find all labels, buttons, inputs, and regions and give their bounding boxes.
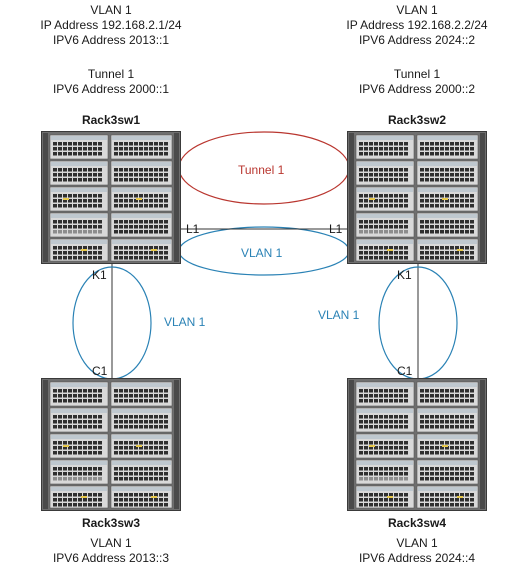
sw3-name: Rack3sw3 bbox=[81, 516, 141, 530]
sw3-label-vlan: VLAN 1 bbox=[90, 536, 132, 550]
right-vlan-label: VLAN 1 bbox=[318, 308, 360, 322]
sw2-port-k1: K1 bbox=[397, 268, 412, 282]
sw2-name: Rack3sw2 bbox=[387, 113, 447, 127]
sw2-label-tunnel-ipv6: IPV6 Address 2000::2 bbox=[358, 82, 476, 96]
sw2-label-ipv6: IPV6 Address 2024::2 bbox=[358, 33, 476, 47]
sw1-port-k1: K1 bbox=[92, 268, 107, 282]
sw1-label-ip: IP Address 192.168.2.1/24 bbox=[40, 18, 182, 32]
sw1-name: Rack3sw1 bbox=[81, 113, 141, 127]
rack3sw2-switch-image bbox=[347, 131, 487, 264]
sw2-label-ip: IP Address 192.168.2.2/24 bbox=[346, 18, 488, 32]
top-vlan-label: VLAN 1 bbox=[241, 246, 283, 260]
sw2-label-vlan: VLAN 1 bbox=[396, 3, 438, 17]
sw1-label-vlan: VLAN 1 bbox=[90, 3, 132, 17]
sw1-port-l1: L1 bbox=[186, 222, 200, 236]
sw1-label-tunnel: Tunnel 1 bbox=[87, 67, 135, 81]
sw3-label-ipv6: IPV6 Address 2013::3 bbox=[52, 551, 170, 565]
sw3-port-c1: C1 bbox=[92, 364, 108, 378]
rack3sw4-switch-image bbox=[347, 378, 487, 511]
sw4-label-vlan: VLAN 1 bbox=[396, 536, 438, 550]
sw4-name: Rack3sw4 bbox=[387, 516, 447, 530]
left-vlan-label: VLAN 1 bbox=[164, 315, 206, 329]
sw4-port-c1: C1 bbox=[397, 364, 413, 378]
sw2-label-tunnel: Tunnel 1 bbox=[393, 67, 441, 81]
rack3sw1-switch-image bbox=[41, 131, 181, 264]
rack3sw3-switch-image bbox=[41, 378, 181, 511]
sw4-label-ipv6: IPV6 Address 2024::4 bbox=[358, 551, 476, 565]
sw1-label-tunnel-ipv6: IPV6 Address 2000::1 bbox=[52, 82, 170, 96]
tunnel-label: Tunnel 1 bbox=[238, 163, 285, 177]
sw1-label-ipv6: IPV6 Address 2013::1 bbox=[52, 33, 170, 47]
sw2-port-l1: L1 bbox=[329, 222, 343, 236]
